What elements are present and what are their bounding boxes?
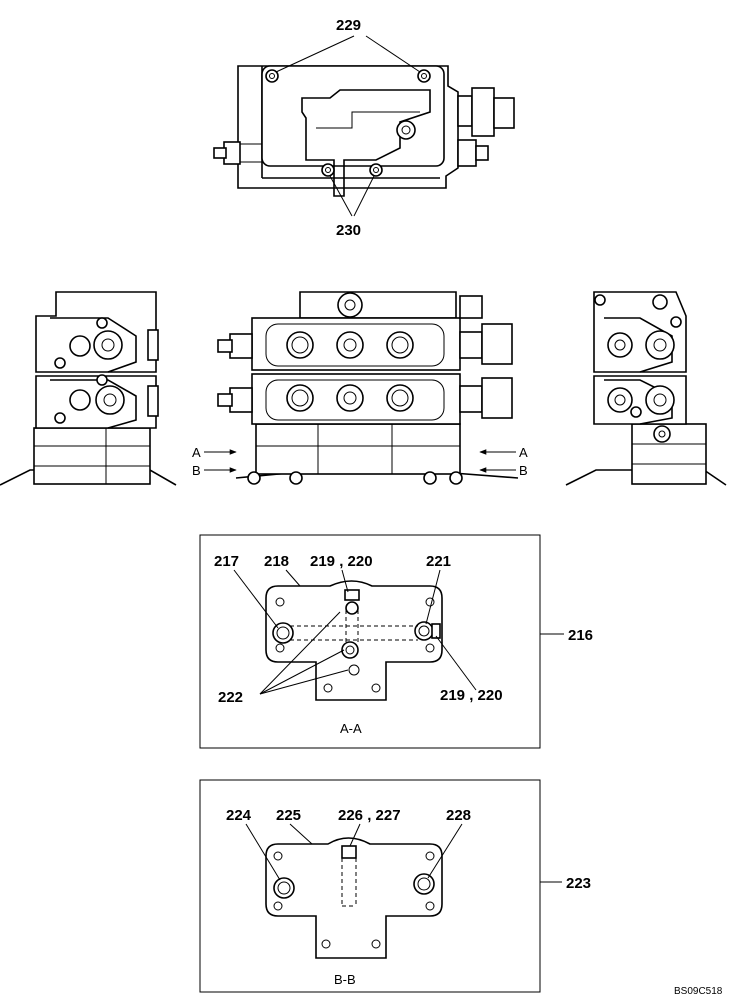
section-aa-plate xyxy=(265,580,443,701)
section-arrows xyxy=(204,449,516,473)
section-title-aa: A-A xyxy=(340,721,362,736)
callout-224: 224 xyxy=(226,807,252,824)
bolt-229-left xyxy=(265,69,279,83)
section-marker-b-left: B xyxy=(192,463,201,478)
section-aa-frame xyxy=(199,534,541,749)
callout-221: 221 xyxy=(426,553,451,570)
drawing-code: BS09C518 xyxy=(674,986,723,997)
bolt-230-left xyxy=(321,163,335,177)
callout-217: 217 xyxy=(214,553,239,570)
callout-228: 228 xyxy=(446,807,471,824)
left-side-view xyxy=(0,291,177,486)
callout-222: 222 xyxy=(218,689,243,706)
callout-229: 229 xyxy=(336,17,361,34)
leader-lines-aa xyxy=(233,569,564,695)
callout-230: 230 xyxy=(336,222,361,239)
callout-225: 225 xyxy=(276,807,301,824)
section-marker-a-right: A xyxy=(519,445,528,460)
callout-219-220-right: 219 , 220 xyxy=(440,687,503,704)
section-marker-b-right: B xyxy=(519,463,528,478)
callout-218: 218 xyxy=(264,553,289,570)
front-view-valve xyxy=(217,291,519,485)
right-side-view xyxy=(565,291,727,486)
section-bb-plate xyxy=(265,837,443,959)
section-title-bb: B-B xyxy=(334,972,356,987)
bolt-230-right xyxy=(369,163,383,177)
callout-223: 223 xyxy=(566,875,591,892)
callout-216: 216 xyxy=(568,627,593,644)
callout-219-220-top: 219 , 220 xyxy=(310,553,373,570)
bolt-229-right xyxy=(417,69,431,83)
top-view-valve xyxy=(213,65,515,197)
section-bb-frame xyxy=(199,779,541,993)
section-marker-a-left: A xyxy=(192,445,201,460)
leader-lines-top xyxy=(275,35,421,217)
leader-lines-bb xyxy=(245,823,562,883)
callout-226-227: 226 , 227 xyxy=(338,807,401,824)
